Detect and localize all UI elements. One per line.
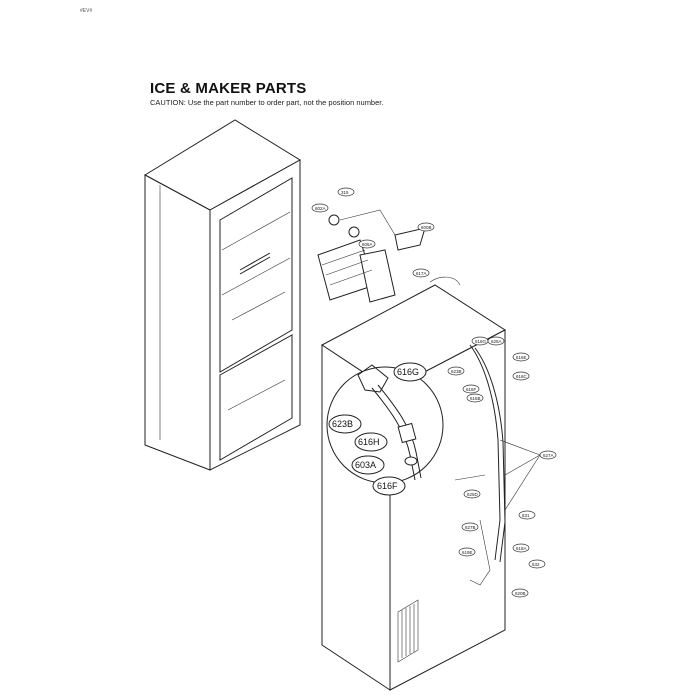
callout-625A: 625A	[487, 336, 505, 346]
caution-note: CAUTION: Use the part number to order pa…	[150, 98, 384, 107]
callout-616G-small: 616G	[471, 336, 489, 346]
callout-616E: 616E	[512, 352, 530, 362]
callout-616H-large: 616H	[354, 432, 388, 452]
callout-600B: 600B	[417, 222, 435, 232]
callout-623B-large: 623B	[328, 414, 362, 434]
svg-text:618A: 618A	[516, 546, 527, 551]
svg-text:602A: 602A	[315, 206, 326, 211]
svg-text:619E: 619E	[462, 550, 473, 555]
svg-text:616G: 616G	[475, 339, 487, 344]
svg-text:625D: 625D	[467, 492, 479, 497]
callout-616C: 616C	[512, 371, 530, 381]
callout-618A: 618A	[512, 543, 530, 553]
callout-616G-large: 616G	[393, 362, 427, 382]
svg-text:616C: 616C	[516, 374, 528, 379]
svg-text:617A: 617A	[416, 271, 427, 276]
svg-text:603A: 603A	[355, 460, 376, 470]
svg-text:616F: 616F	[466, 387, 477, 392]
callout-627A: 627A	[539, 450, 557, 460]
callout-616B: 616B	[466, 393, 484, 403]
svg-text:616G: 616G	[397, 367, 419, 377]
callout-632: 632	[528, 559, 546, 569]
page-title: ICE & MAKER PARTS	[150, 80, 307, 97]
svg-text:315: 315	[341, 190, 349, 195]
svg-text:623B: 623B	[332, 419, 353, 429]
svg-text:631: 631	[522, 513, 530, 518]
svg-text:627A: 627A	[543, 453, 554, 458]
callout-625D: 625D	[463, 489, 481, 499]
callout-627B: 627B	[461, 522, 479, 532]
callout-623B-small: 623B	[447, 366, 465, 376]
detail-magnifier	[326, 364, 444, 484]
callout-616F-small: 616F	[462, 384, 480, 394]
svg-text:616B: 616B	[470, 396, 481, 401]
small-callouts: 315 602A 600B 606A 617A 616G 625A 616E 6…	[311, 187, 557, 598]
svg-text:623B: 623B	[451, 369, 462, 374]
callout-616F-large: 616F	[372, 476, 406, 496]
callout-606A: 606A	[358, 239, 376, 249]
ice-maker-assembly	[317, 209, 426, 303]
svg-text:620B: 620B	[515, 591, 526, 596]
svg-text:616H: 616H	[358, 437, 380, 447]
callout-620B: 620B	[511, 588, 529, 598]
svg-text:632: 632	[532, 562, 540, 567]
callout-602A: 602A	[311, 203, 329, 213]
svg-text:616F: 616F	[377, 481, 398, 491]
callout-617A: 617A	[412, 268, 430, 278]
svg-text:625A: 625A	[491, 339, 502, 344]
svg-text:606A: 606A	[362, 242, 373, 247]
cabinet-rear-view	[321, 276, 541, 691]
svg-text:600B: 600B	[421, 225, 432, 230]
large-callouts: 616G 623B 616H 603A 616F	[328, 362, 427, 496]
callout-631: 631	[518, 510, 536, 520]
callout-619E: 619E	[458, 547, 476, 557]
svg-text:627B: 627B	[465, 525, 476, 530]
page-code: #EV#	[80, 8, 93, 14]
cabinet-open-view	[143, 119, 301, 471]
svg-text:616E: 616E	[516, 355, 527, 360]
callout-315: 315	[337, 187, 355, 197]
callout-603A-large: 603A	[351, 455, 385, 475]
